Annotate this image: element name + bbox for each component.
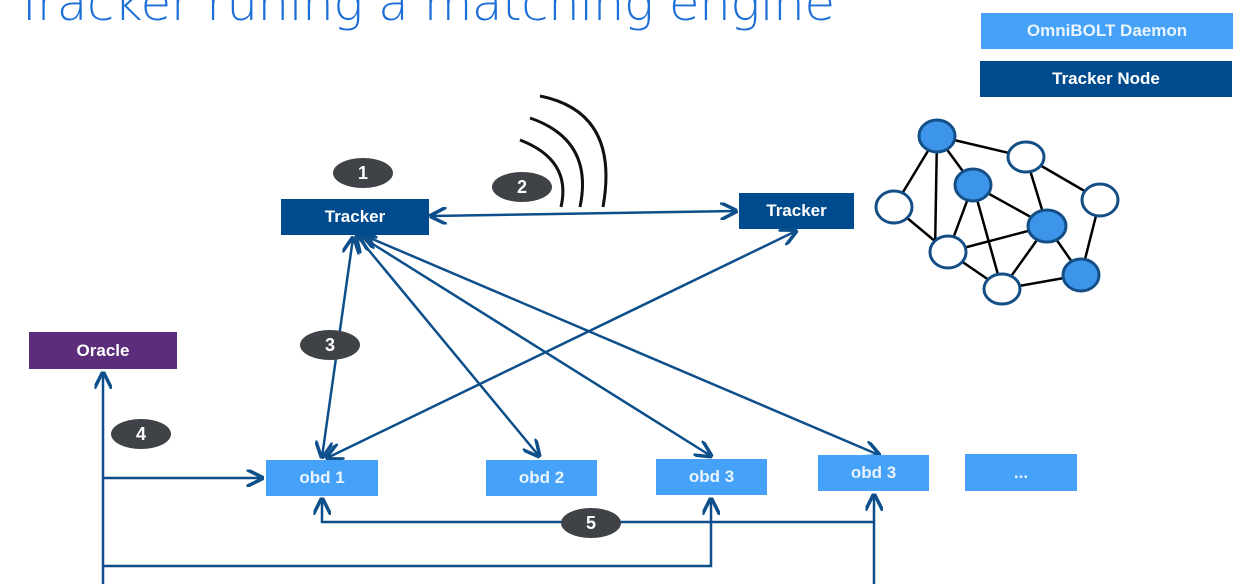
step-badge-1: 1 [333,158,393,188]
network-node-empty [1006,140,1046,174]
obd-node-2[interactable]: obd 2 [486,460,597,496]
page-title: Tracker runing a matching engine [14,0,835,32]
oracle-node[interactable]: Oracle [29,332,177,369]
obd-node-3a[interactable]: obd 3 [656,459,767,495]
legend-omnibolt-daemon: OmniBOLT Daemon [981,13,1233,49]
step-badge-4: 4 [111,419,171,449]
network-node-filled [1026,208,1068,244]
wireless-signal-icon [519,94,608,208]
network-node-empty [1080,182,1120,218]
obd-node-more[interactable]: ... [965,454,1077,491]
arrow-tracker-to-tracker [431,211,736,216]
obd-node-3b[interactable]: obd 3 [818,455,929,491]
arrow-step5-to-obd1 [322,499,874,524]
step-badge-5: 5 [561,508,621,538]
network-node-empty [928,234,968,270]
arrow-bottom-to-obd3a [103,499,711,568]
arrow-tracker2-obd1 [327,231,796,458]
step-badge-3: 3 [300,330,360,360]
network-node-filled [953,167,993,203]
tracker-node-1[interactable]: Tracker [281,199,429,235]
network-node-empty [874,189,914,225]
arrow-tracker-obd3b [363,235,879,455]
network-node-filled [1061,257,1101,293]
arrow-tracker-obd2 [357,236,539,456]
network-node-filled [917,118,957,154]
obd-node-1[interactable]: obd 1 [266,460,378,496]
tracker-node-2[interactable]: Tracker [739,193,854,229]
legend-tracker-node: Tracker Node [980,61,1232,97]
step-badge-2: 2 [492,172,552,202]
network-node-empty [982,272,1022,306]
arrow-tracker-obd3a [360,236,711,456]
